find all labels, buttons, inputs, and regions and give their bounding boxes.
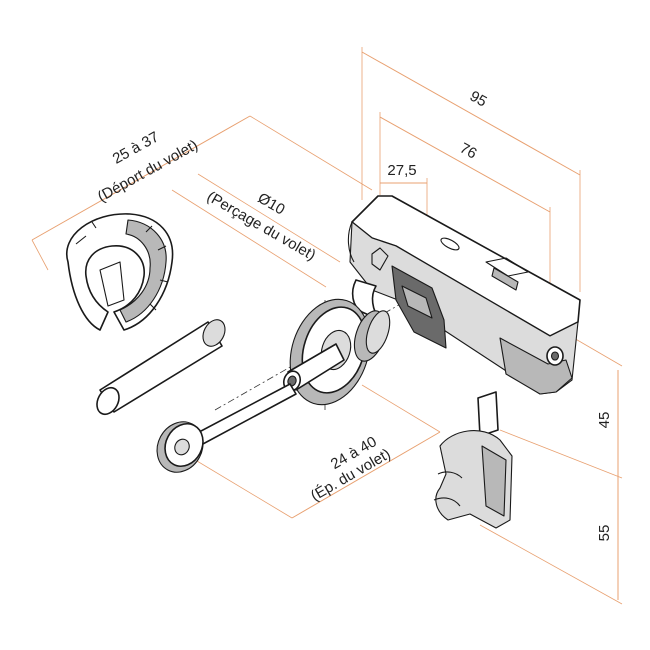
dim-total-length: 95 — [467, 88, 490, 111]
dim-height-upper: 45 — [596, 412, 613, 429]
dimension-lines — [31, 47, 623, 605]
dim-hole-offset: 27,5 — [387, 162, 416, 179]
pin-tube — [96, 319, 226, 416]
latch-handle — [433, 391, 513, 529]
dim-drilling: Ø10 — [255, 190, 288, 219]
headed-bolt — [156, 383, 297, 473]
stop-housing — [347, 195, 581, 395]
dim-height-lower: 55 — [596, 525, 613, 542]
clip-ring — [65, 213, 174, 331]
washer-with-axle — [282, 298, 391, 406]
dim-hole-spacing: 76 — [457, 140, 480, 163]
